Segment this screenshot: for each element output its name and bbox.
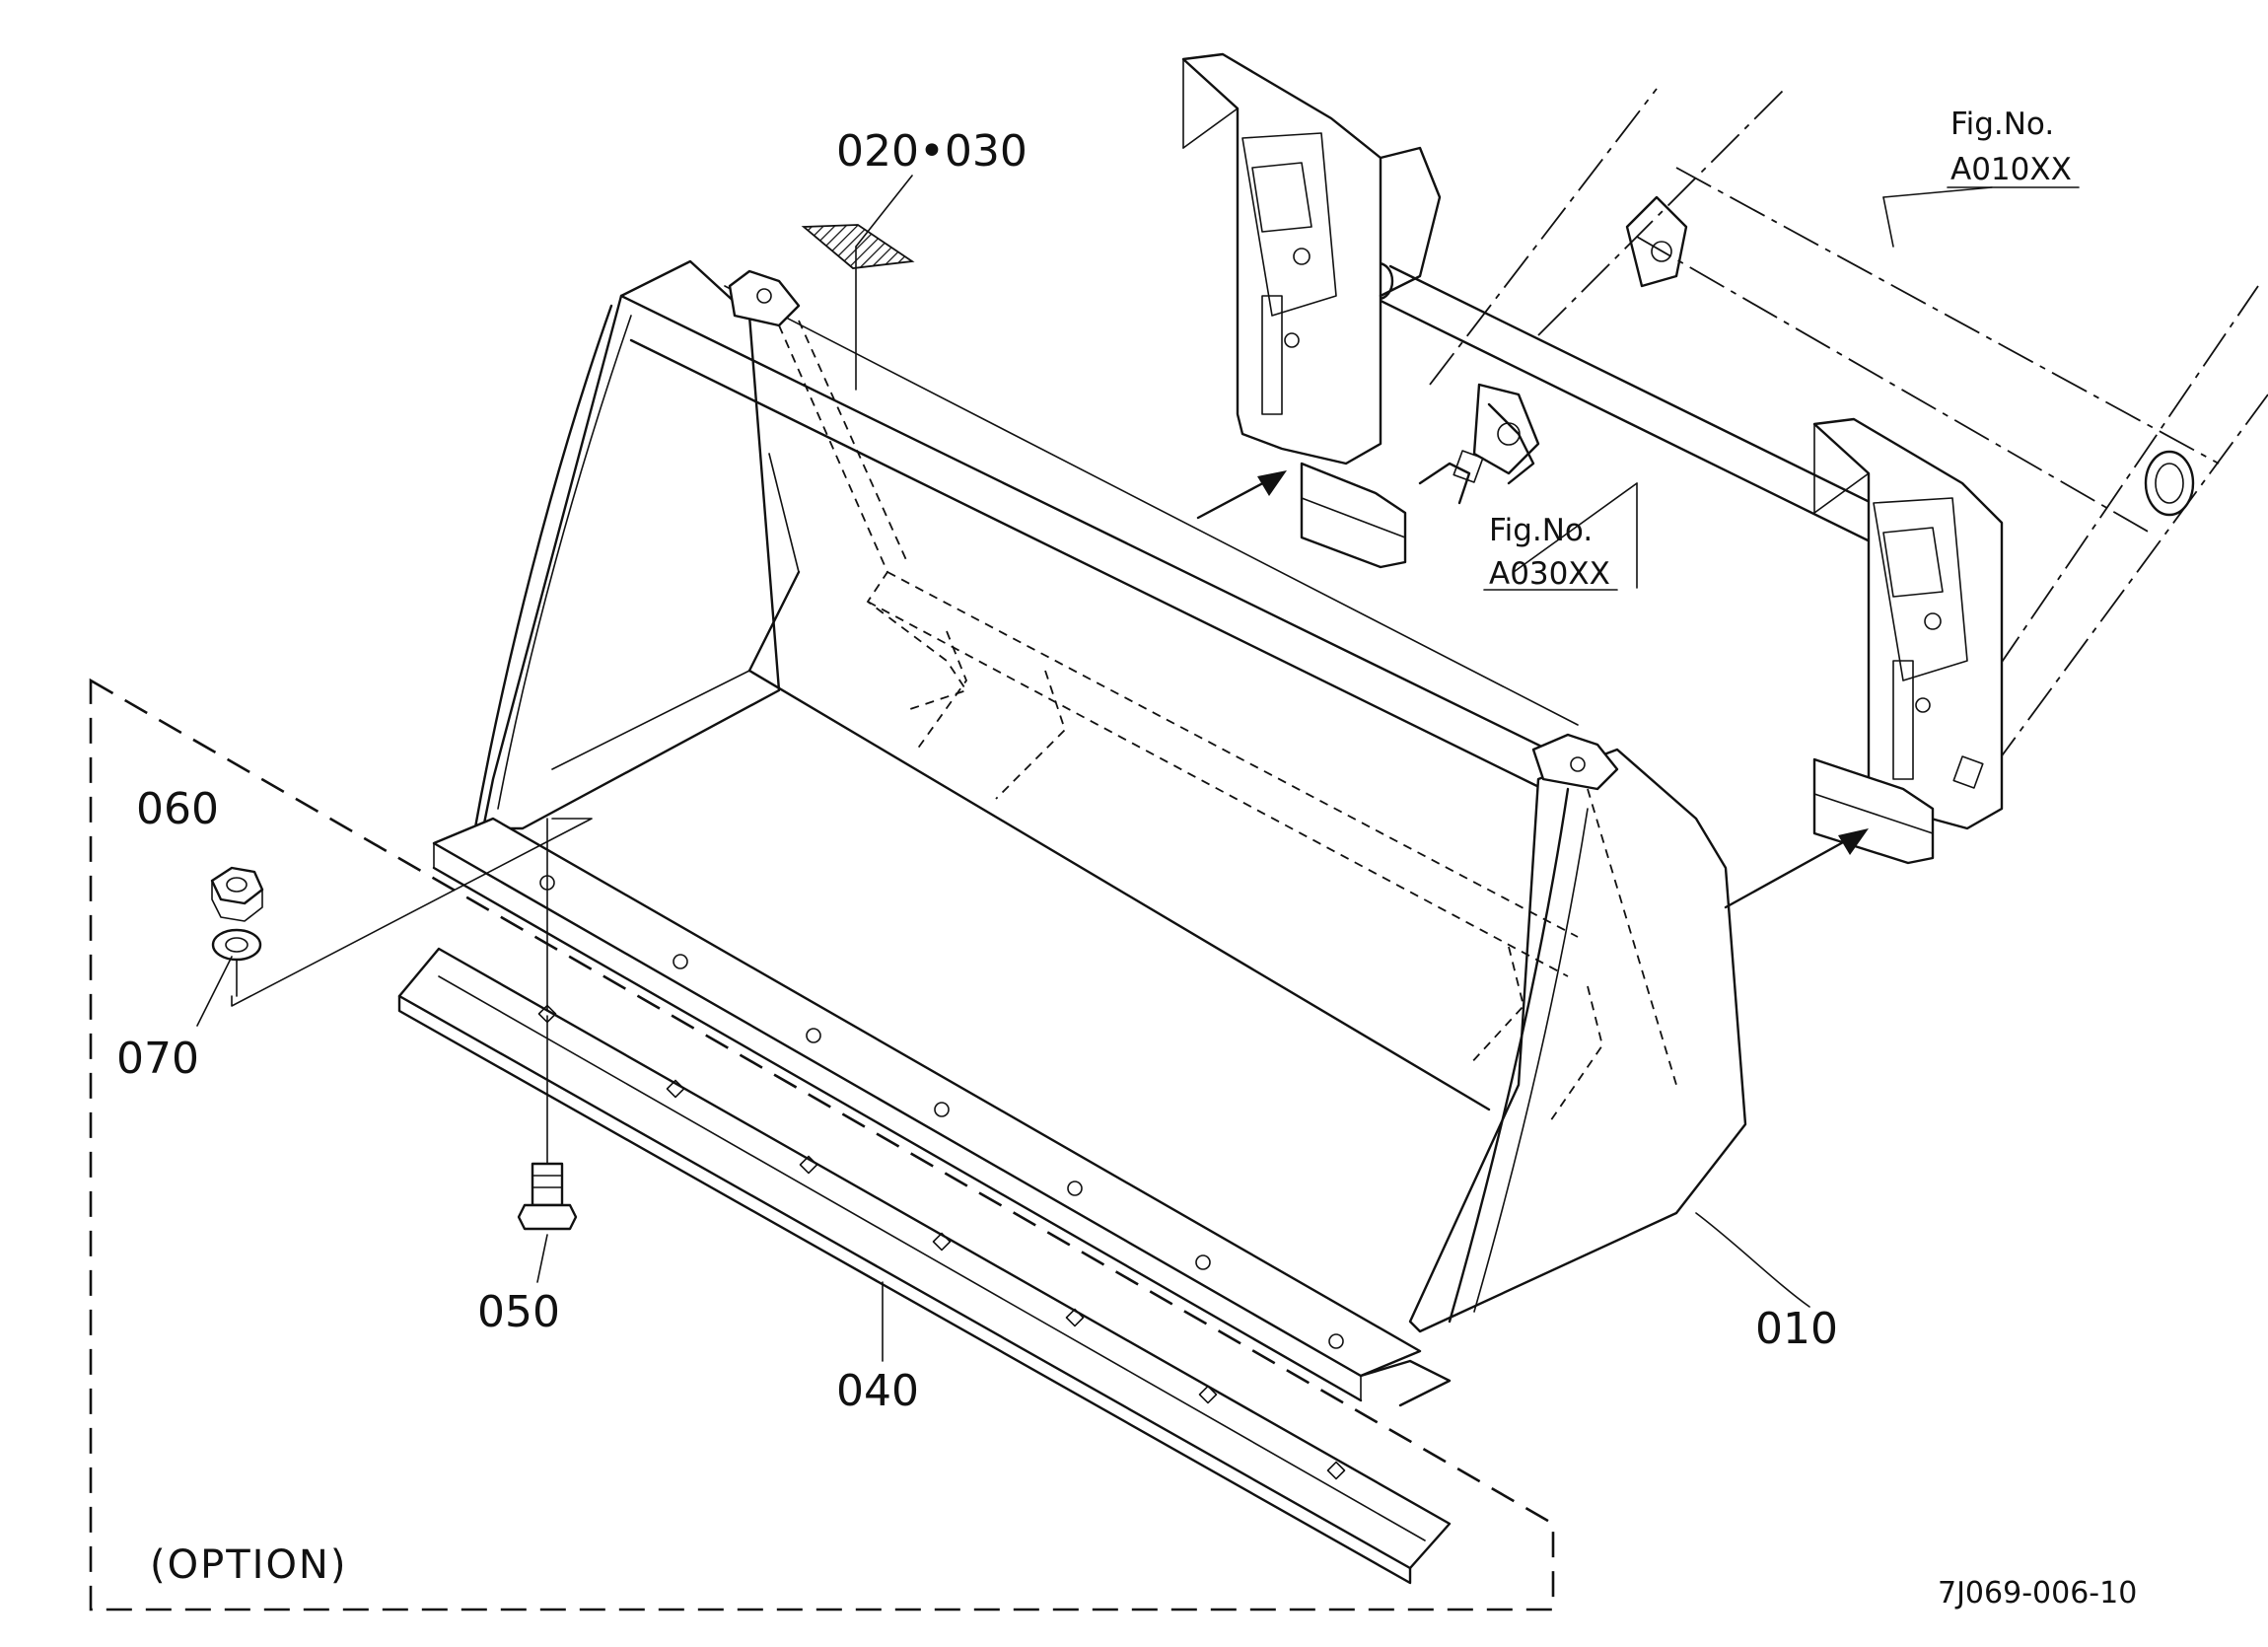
washer-070 [211,928,262,962]
left-attach-bracket [1181,52,1535,569]
loader-frame [1363,88,2268,770]
option-boundary [89,678,1555,1611]
fig-ref-caption: Fig.No. [1489,513,1593,548]
drawing-code: 7J069-006-10 [1938,1576,2137,1611]
label-010: 010 [1755,1304,1838,1354]
option-label: (OPTION) [150,1542,347,1588]
label-060: 060 [136,784,219,834]
label-020-030: 020•030 [836,126,1028,177]
fig-ref-caption: Fig.No. [1950,107,2054,142]
fig-ref-a030xx: Fig.No. A030XX [1483,513,1618,592]
right-attach-bracket [1812,417,2004,865]
nut-060 [210,866,264,922]
option-cutting-edge [397,947,1452,1585]
attach-arrow-left [1196,470,1287,520]
label-050: 050 [477,1287,560,1337]
label-070: 070 [116,1034,199,1084]
bolt-050 [517,1162,578,1231]
label-040: 040 [836,1366,919,1416]
fig-ref-number: A030XX [1489,556,1610,592]
cutting-edge-holes [539,875,1344,1349]
fig-ref-number: A010XX [1950,152,2072,187]
option-edge-holes [537,1004,1346,1480]
bucket [432,259,1747,1407]
fig-ref-a010xx: Fig.No. A010XX [1947,107,2080,188]
attach-arrow-right [1724,828,1869,909]
decal-020-030 [801,175,915,391]
